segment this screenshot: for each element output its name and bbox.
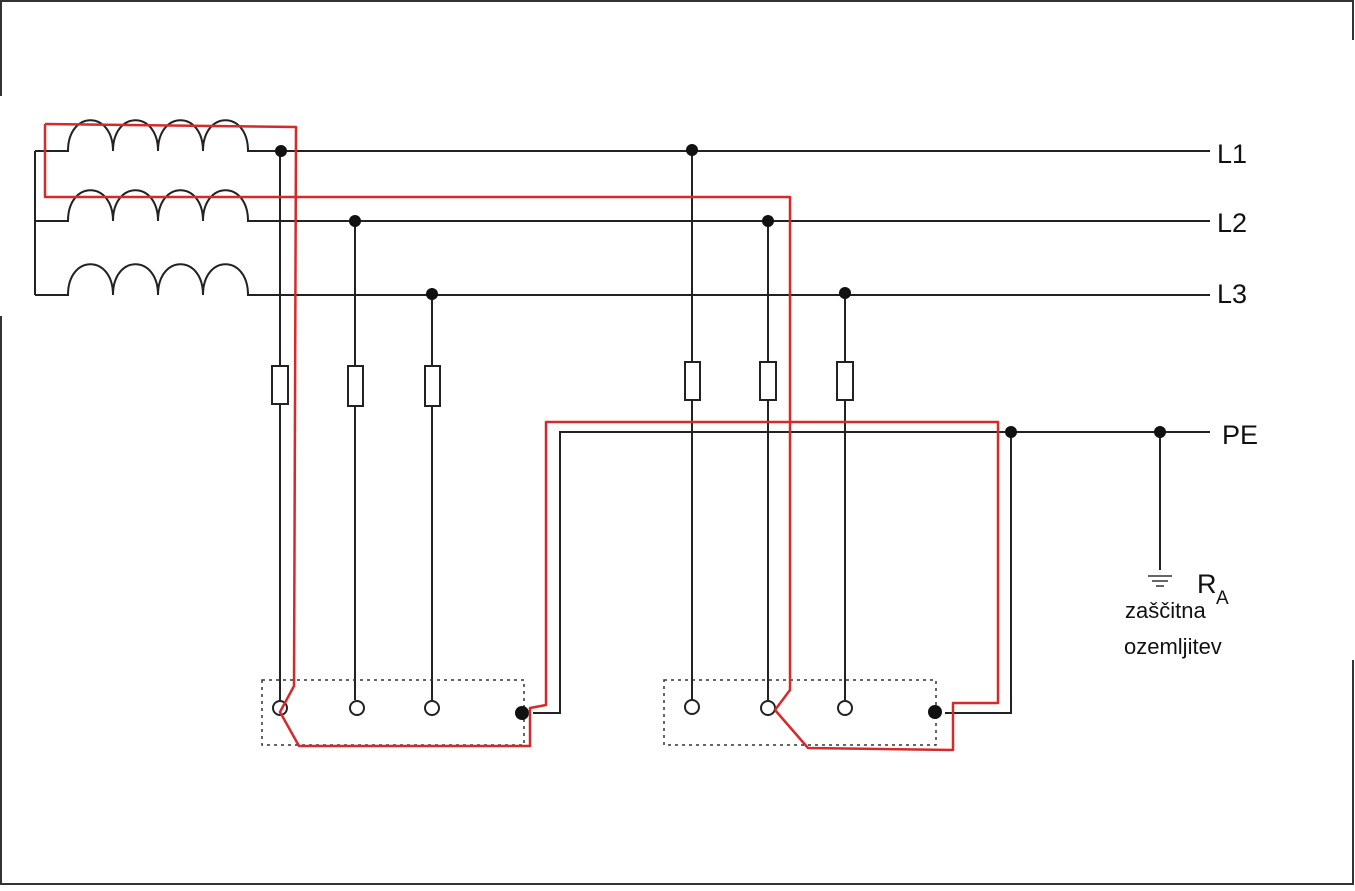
fault-path-transformer-loop xyxy=(43,124,792,711)
junction-l2-right xyxy=(762,215,774,227)
fuse-right-l1 xyxy=(684,361,701,401)
pe-terminal-right xyxy=(928,705,942,719)
junction-l2-left xyxy=(349,215,361,227)
winding-l2 xyxy=(35,189,355,222)
frame-gap-left xyxy=(0,96,4,316)
label-pe: PE xyxy=(1222,420,1258,450)
junction-pe-earth xyxy=(1154,426,1166,438)
terminal-left-l2 xyxy=(349,700,365,716)
consumer-right-enclosure xyxy=(663,679,937,746)
fuses xyxy=(271,361,854,407)
junction-l1-left xyxy=(275,145,287,157)
earth-symbol xyxy=(1148,575,1172,587)
terminal-right-l2 xyxy=(760,700,776,716)
junction-l1-right xyxy=(686,144,698,156)
winding-l3 xyxy=(35,263,432,296)
junction-l3-left xyxy=(426,288,438,300)
junction-l3-right xyxy=(839,287,851,299)
junction-dots xyxy=(275,144,1166,720)
earth-resistance-symbol: R xyxy=(1197,569,1217,599)
earth-note-line1: zaščitna xyxy=(1125,598,1206,623)
fault-path-main-loop xyxy=(44,122,1000,752)
terminal-right-l1 xyxy=(684,699,700,715)
pe-drop-left xyxy=(533,431,565,714)
junction-pe-consumer xyxy=(1005,426,1017,438)
transformer-windings xyxy=(34,119,432,296)
terminal-right-l3 xyxy=(837,700,853,716)
fuse-right-l3 xyxy=(836,361,854,401)
terminals xyxy=(272,699,853,716)
consumer-left-enclosure xyxy=(261,679,525,746)
winding-l1 xyxy=(35,119,280,152)
fuse-left-l1 xyxy=(271,365,289,405)
earth-resistance-subscript: A xyxy=(1216,588,1229,609)
fuse-left-l2 xyxy=(347,365,364,407)
label-l3: L3 xyxy=(1217,279,1247,309)
fault-current-path xyxy=(43,122,1000,752)
pe-drop-right xyxy=(945,432,1012,714)
fuse-right-l2 xyxy=(759,361,777,401)
label-l2: L2 xyxy=(1217,208,1247,238)
pe-terminal-left xyxy=(515,706,529,720)
fuse-left-l3 xyxy=(424,365,441,407)
label-l1: L1 xyxy=(1217,139,1247,169)
earth-note-line2: ozemljitev xyxy=(1124,634,1222,659)
terminal-left-l3 xyxy=(424,700,440,716)
supply-lines xyxy=(280,150,1210,433)
frame-gap-right xyxy=(1351,40,1355,660)
